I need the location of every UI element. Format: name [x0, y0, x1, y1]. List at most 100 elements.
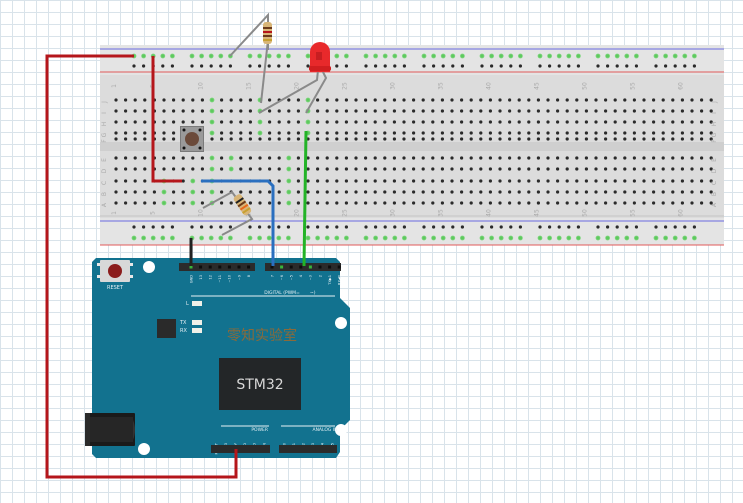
breadboard-hole[interactable]	[440, 156, 444, 160]
power-rail-hole[interactable]	[432, 225, 436, 229]
breadboard-hole[interactable]	[277, 190, 281, 194]
breadboard-hole[interactable]	[632, 156, 637, 160]
breadboard-hole[interactable]	[209, 189, 215, 195]
breadboard-hole[interactable]	[277, 120, 281, 124]
power-rail-hole[interactable]	[142, 225, 146, 229]
power-rail-hole[interactable]	[653, 235, 659, 241]
breadboard-hole[interactable]	[248, 137, 252, 141]
breadboard-hole[interactable]	[161, 189, 167, 195]
breadboard-hole[interactable]	[209, 119, 215, 125]
breadboard-hole[interactable]	[383, 98, 387, 102]
power-rail-hole[interactable]	[663, 53, 668, 59]
breadboard-hole[interactable]	[565, 137, 569, 141]
breadboard-hole[interactable]	[209, 155, 215, 161]
power-rail-hole[interactable]	[432, 64, 436, 68]
breadboard-hole[interactable]	[652, 156, 656, 160]
breadboard-hole[interactable]	[335, 179, 339, 183]
power-rail-hole[interactable]	[335, 64, 339, 68]
breadboard-hole[interactable]	[546, 167, 550, 171]
breadboard-hole[interactable]	[594, 137, 598, 141]
power-rail-hole[interactable]	[286, 225, 290, 229]
breadboard-hole[interactable]	[565, 109, 569, 113]
power-rail-hole[interactable]	[382, 53, 388, 59]
breadboard-hole[interactable]	[200, 156, 204, 160]
header-pin[interactable]	[199, 265, 203, 269]
breadboard-hole[interactable]	[392, 98, 396, 102]
breadboard-hole[interactable]	[152, 201, 156, 205]
breadboard-hole[interactable]	[613, 201, 617, 205]
header-pin[interactable]	[247, 265, 251, 269]
power-rail-hole[interactable]	[625, 225, 629, 229]
breadboard-hole[interactable]	[161, 200, 167, 206]
breadboard-hole[interactable]	[584, 109, 589, 113]
breadboard-hole[interactable]	[613, 131, 617, 135]
breadboard-hole[interactable]	[565, 120, 569, 124]
breadboard-hole[interactable]	[306, 201, 310, 205]
power-rail-hole[interactable]	[141, 235, 147, 241]
power-rail-hole[interactable]	[489, 235, 495, 241]
power-rail-hole[interactable]	[672, 235, 678, 241]
breadboard-hole[interactable]	[565, 201, 569, 205]
breadboard-hole[interactable]	[133, 131, 137, 135]
breadboard-hole[interactable]	[325, 98, 329, 102]
breadboard-hole[interactable]	[373, 167, 377, 171]
power-rail-hole[interactable]	[682, 53, 688, 59]
breadboard-hole[interactable]	[421, 167, 425, 171]
breadboard-hole[interactable]	[652, 120, 656, 124]
breadboard-hole[interactable]	[565, 167, 569, 171]
breadboard-hole[interactable]	[124, 120, 128, 124]
breadboard-hole[interactable]	[229, 137, 233, 141]
wire-button-to-d6[interactable]	[201, 179, 275, 266]
breadboard-hole[interactable]	[498, 131, 502, 135]
power-rail-hole[interactable]	[315, 235, 321, 241]
power-rail-hole[interactable]	[664, 225, 668, 229]
breadboard-hole[interactable]	[191, 109, 195, 113]
breadboard-hole[interactable]	[604, 109, 608, 113]
header-pin[interactable]	[308, 265, 312, 269]
breadboard-hole[interactable]	[172, 156, 176, 160]
breadboard-hole[interactable]	[671, 190, 675, 194]
breadboard-hole[interactable]	[584, 137, 589, 141]
breadboard-hole[interactable]	[584, 201, 589, 205]
power-rail-hole[interactable]	[200, 225, 204, 229]
breadboard-hole[interactable]	[460, 109, 464, 113]
breadboard-hole[interactable]	[556, 201, 560, 205]
breadboard-hole[interactable]	[680, 179, 685, 183]
power-rail-hole[interactable]	[267, 64, 271, 68]
breadboard-hole[interactable]	[124, 190, 128, 194]
power-rail-hole[interactable]	[538, 225, 542, 229]
breadboard-hole[interactable]	[575, 131, 579, 135]
breadboard-hole[interactable]	[114, 179, 118, 183]
power-rail-hole[interactable]	[363, 235, 369, 241]
breadboard-hole[interactable]	[373, 137, 377, 141]
breadboard-hole[interactable]	[556, 120, 560, 124]
breadboard-hole[interactable]	[546, 190, 550, 194]
breadboard-hole[interactable]	[690, 98, 694, 102]
breadboard-hole[interactable]	[661, 131, 665, 135]
breadboard-hole[interactable]	[690, 156, 694, 160]
power-rail-hole[interactable]	[490, 225, 494, 229]
breadboard-hole[interactable]	[364, 120, 368, 124]
breadboard-hole[interactable]	[114, 98, 118, 102]
breadboard-hole[interactable]	[479, 190, 483, 194]
breadboard-hole[interactable]	[383, 167, 387, 171]
breadboard-hole[interactable]	[440, 167, 444, 171]
breadboard-hole[interactable]	[517, 131, 521, 135]
breadboard-hole[interactable]	[316, 167, 320, 171]
breadboard-hole[interactable]	[306, 190, 310, 194]
breadboard-hole[interactable]	[172, 167, 176, 171]
breadboard-hole[interactable]	[431, 201, 435, 205]
breadboard-hole[interactable]	[172, 98, 176, 102]
breadboard-hole[interactable]	[536, 109, 541, 113]
power-rail-hole[interactable]	[624, 53, 630, 59]
power-rail-hole[interactable]	[373, 53, 379, 59]
power-rail-hole[interactable]	[499, 225, 503, 229]
breadboard-hole[interactable]	[508, 167, 512, 171]
power-rail-hole[interactable]	[508, 53, 514, 59]
power-rail-hole[interactable]	[169, 53, 175, 59]
breadboard-hole[interactable]	[508, 98, 512, 102]
breadboard-hole[interactable]	[469, 137, 473, 141]
breadboard-hole[interactable]	[383, 190, 387, 194]
breadboard-hole[interactable]	[604, 137, 608, 141]
breadboard-hole[interactable]	[172, 120, 176, 124]
